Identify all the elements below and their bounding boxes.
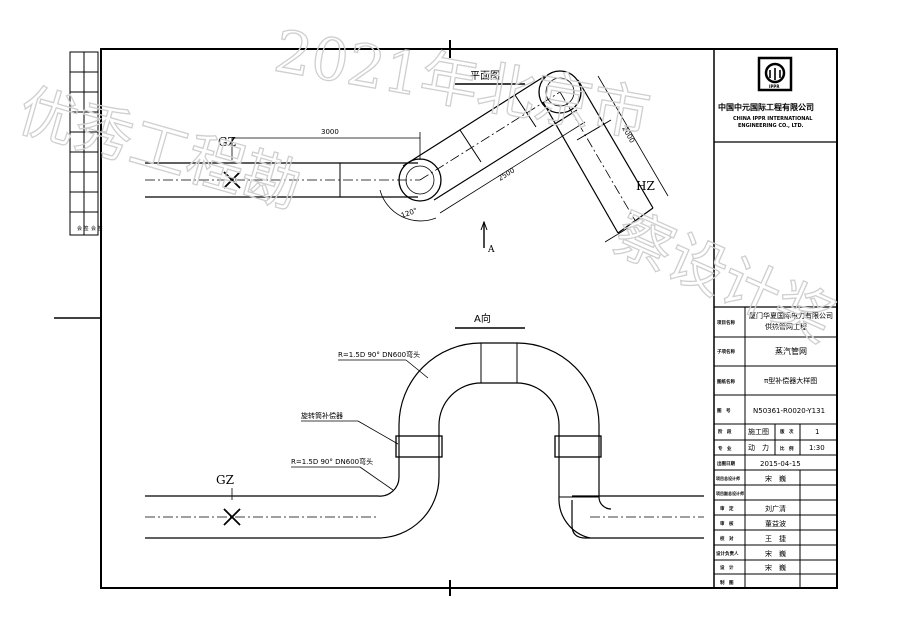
plan-diagonal-wall-2 (433, 109, 578, 201)
role-label: 制 图 (720, 579, 734, 586)
note-elbow-bottom: R=1.5D 90° DN600弯头 (291, 457, 373, 466)
countersign-label-2: 会 签 (91, 225, 103, 232)
plan-bend-lower (398, 158, 442, 202)
note-compensator: 旋转筒补偿器 (301, 411, 343, 420)
role-name: 王 捷 (765, 534, 786, 543)
role-label: 审 核 (720, 520, 734, 527)
drawing-name-value: π型补偿器大样图 (764, 376, 817, 385)
plan-dim-3000: 3000 (321, 128, 339, 136)
role-name: 刘广清 (765, 504, 786, 513)
stage-value: 施工图 (748, 427, 769, 436)
plan-bend-upper (538, 70, 582, 114)
project-value-1: 厦门华夏国际电力有限公司 (749, 311, 833, 320)
plan-dim-line-2000 (597, 75, 669, 197)
plan-title: 平面图 (470, 70, 500, 82)
elevation-elbow-right (558, 496, 591, 539)
version-value: 1 (815, 428, 819, 436)
date-label: 出图日期 (717, 460, 735, 467)
watermark-left: 优秀工程勘 (11, 76, 309, 221)
elevation-elbow-left (377, 476, 400, 497)
plan-branch-wall-2 (542, 101, 619, 234)
role-label: 项目总设计师 (716, 475, 740, 481)
note-elbow-top: R=1.5D 90° DN600弯头 (338, 350, 420, 359)
version-label: 版 次 (780, 428, 794, 435)
scale-value: 1:30 (809, 444, 825, 452)
plan-diagonal-wall-1 (402, 75, 546, 167)
discipline-value: 动 力 (748, 443, 769, 452)
role-name: 宋 巍 (765, 563, 786, 572)
company-name-en-1: CHINA IPPR INTERNATIONAL (733, 116, 813, 122)
role-label: 项目副总设计师 (716, 490, 744, 496)
title-block: IPPR 中国中元国际工程有限公司 CHINA IPPR INTERNATION… (713, 49, 837, 588)
drawing-number-value: N50361-R0020-Y131 (753, 407, 825, 415)
project-label: 项目名称 (717, 319, 735, 326)
plan-angle-label: 120° (400, 207, 419, 220)
role-name: 董益波 (765, 519, 786, 528)
drawing-name-label: 图纸名称 (717, 378, 735, 385)
drawing-number-label: 图 号 (717, 407, 731, 414)
elevation-view: A向 GZ (145, 312, 704, 539)
discipline-label: 专 业 (718, 445, 732, 452)
subitem-value: 蒸汽管网 (775, 346, 807, 356)
roles-table: 项目总设计师 宋 巍 项目副总设计师 审 定 刘广清 审 核 董益波 校 对 王… (714, 474, 837, 586)
role-label: 审 定 (720, 505, 734, 512)
plan-branch-wall-1 (577, 79, 654, 209)
scale-label: 比 例 (780, 445, 794, 452)
plan-end-label: HZ (636, 179, 655, 193)
plan-dim-line-2500 (439, 121, 586, 214)
role-name: 宋 巍 (765, 549, 786, 558)
project-value-2: 供热管网工程 (765, 322, 807, 331)
elevation-top-loop (398, 342, 482, 426)
watermark: 优秀工程勘 2021年北京市 察设计奖 (10, 16, 844, 356)
company-logo: IPPR (757, 56, 793, 92)
plan-start-label: GZ (218, 135, 236, 149)
role-label: 校 对 (720, 535, 734, 542)
role-label: 设 计 (720, 564, 734, 571)
compensator-right (554, 435, 602, 458)
role-name: 宋 巍 (765, 474, 786, 483)
stage-label: 阶 段 (718, 428, 732, 435)
elevation-start-label: GZ (216, 473, 234, 487)
countersign-strip: 会 签 会 签 (69, 51, 103, 236)
subitem-label: 子项名称 (717, 348, 735, 355)
date-value: 2015-04-15 (760, 460, 801, 468)
elevation-title: A向 (474, 312, 491, 325)
compensator-left (395, 435, 443, 458)
plan-angle-arc (379, 189, 437, 222)
role-label: 设计负责人 (716, 550, 739, 557)
plan-anchor-mark (223, 171, 241, 189)
plan-dim-2500: 2500 (497, 166, 516, 182)
logo-text: IPPR (769, 84, 779, 89)
view-marker-label: A (487, 245, 495, 255)
company-name-en-2: ENGINEERING CO., LTD. (738, 123, 804, 129)
elevation-anchor-mark (223, 508, 241, 526)
company-name-cn: 中国中元国际工程有限公司 (718, 102, 814, 112)
watermark-right: 察设计奖 (604, 199, 844, 355)
countersign-label: 会 签 (77, 225, 89, 232)
